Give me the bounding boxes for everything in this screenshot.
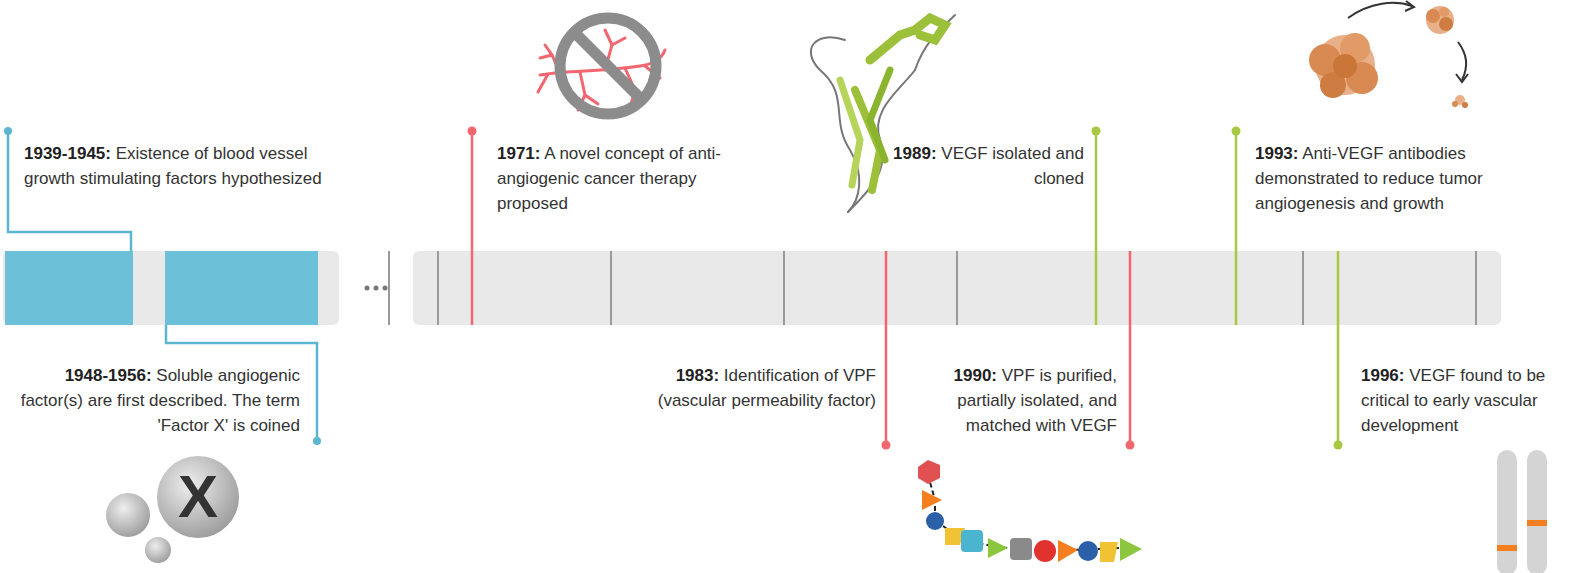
event-year: 1989: [893, 144, 936, 163]
no-vessel-icon [538, 18, 665, 114]
event-year: 1993: [1255, 144, 1298, 163]
spacer [111, 144, 116, 163]
spacer [1298, 144, 1302, 163]
spacer [719, 366, 724, 385]
spacer [997, 366, 1002, 385]
event-label: 1983: Identification of VPF (vascular pe… [604, 363, 876, 413]
event-label: 1939-1945: Existence of blood vessel gro… [24, 141, 324, 191]
spacer [937, 144, 942, 163]
leader-dots [468, 127, 1343, 450]
tumor-cells [1309, 1, 1468, 108]
event-year: 1983: [676, 366, 719, 385]
period-segment [5, 251, 133, 325]
factor-x-symbol: X [158, 467, 238, 527]
protein-ribbon [811, 15, 955, 212]
event-label: 1989: VEGF isolated and cloned [884, 141, 1084, 191]
event-year: 1996: [1361, 366, 1404, 385]
axis-break [388, 251, 390, 325]
event-year: 1990: [954, 366, 997, 385]
event-text: VEGF isolated and cloned [941, 144, 1084, 188]
spacer [152, 366, 157, 385]
event-year: 1948-1956: [65, 366, 152, 385]
event-label: 1971: A novel concept of anti-angiogenic… [497, 141, 747, 216]
timeline-bar [3, 251, 339, 325]
event-text: Soluble angiogenic factor(s) are first d… [21, 366, 300, 435]
chromosomes [1497, 450, 1547, 573]
factor-circles [106, 456, 239, 563]
leader-dot [4, 127, 12, 135]
event-label: 1996: VEGF found to be critical to early… [1361, 363, 1577, 438]
ellipsis-dots [365, 286, 388, 291]
peptide-chain [918, 460, 1142, 562]
event-year: 1939-1945: [24, 144, 111, 163]
year-ticks [438, 251, 1476, 325]
leader-dot [313, 437, 321, 445]
event-label: 1948-1956: Soluble angiogenic factor(s) … [8, 363, 300, 438]
period-segment [165, 251, 318, 325]
event-year: 1971: [497, 144, 540, 163]
spacer [540, 144, 544, 163]
event-label: 1990: VPF is purified, partially isolate… [906, 363, 1117, 438]
event-leaders [472, 131, 1338, 445]
event-label: 1993: Anti-VEGF antibodies demonstrated … [1255, 141, 1565, 216]
spacer [1404, 366, 1409, 385]
